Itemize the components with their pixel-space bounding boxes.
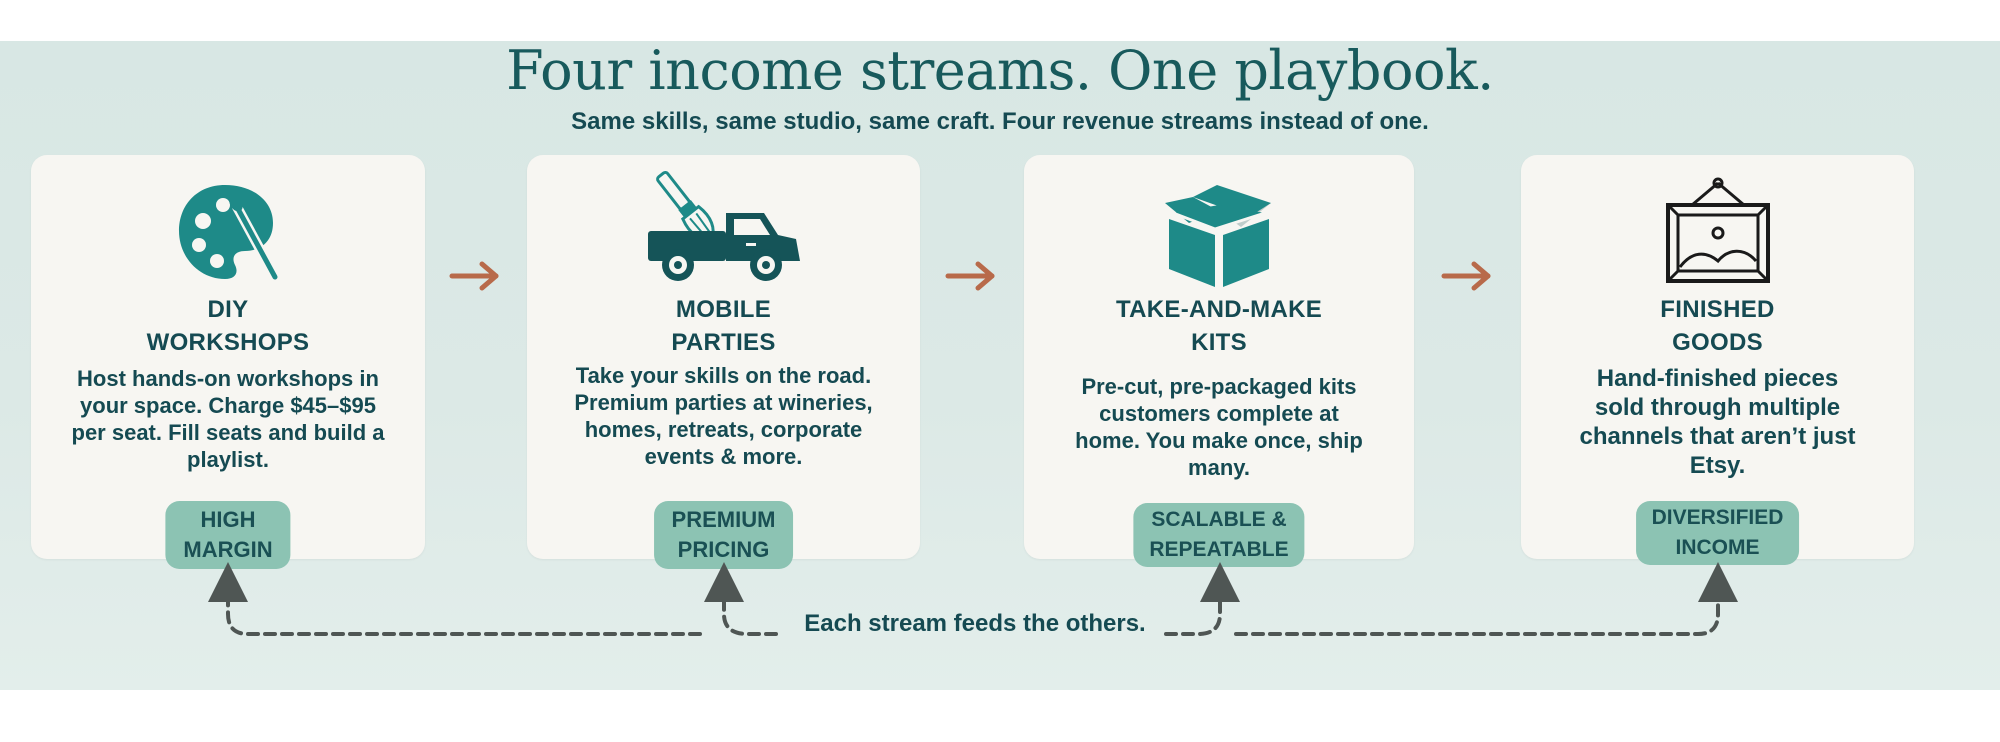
- arrow-right-icon: [449, 261, 499, 291]
- stream-card-finished-goods: FINISHED GOODS Hand-finished pieces sold…: [1521, 155, 1914, 565]
- arrow-right-icon: [945, 261, 995, 291]
- stream-tag: DIVERSIFIED INCOME: [1635, 501, 1800, 565]
- stream-description: Hand-finished pieces sold through multip…: [1579, 365, 1856, 479]
- page-title: Four income streams. One playbook.: [506, 39, 1494, 102]
- stream-title: TAKE-AND-MAKE KITS: [1115, 296, 1323, 356]
- arrow-right-icon: [1441, 261, 1491, 291]
- stream-tag: PREMIUM PRICING: [653, 501, 794, 569]
- truck-with-brush-icon: [647, 170, 800, 281]
- stream-title: FINISHED GOODS: [1660, 296, 1775, 356]
- stream-tag: HIGH MARGIN: [165, 501, 291, 569]
- stream-card-mobile-parties: MOBILE PARTIES Take your skills on the r…: [527, 155, 920, 569]
- stream-title: DIY WORKSHOPS: [146, 296, 310, 356]
- page-subtitle: Same skills, same studio, same craft. Fo…: [571, 108, 1429, 135]
- framed-picture-icon: [1665, 177, 1770, 283]
- stream-title: MOBILE PARTIES: [671, 296, 776, 356]
- stream-description: Host hands-on workshops in your space. C…: [71, 366, 385, 472]
- stream-description: Pre-cut, pre-packaged kits customers com…: [1075, 374, 1363, 480]
- palette-icon: [179, 185, 280, 282]
- stream-card-diy-workshops: DIY WORKSHOPS Host hands-on workshops in…: [31, 155, 425, 569]
- stream-card-take-and-make-kits: TAKE-AND-MAKE KITS Pre-cut, pre-packaged…: [1024, 155, 1414, 567]
- stream-tag: SCALABLE & REPEATABLE: [1133, 503, 1305, 567]
- box-icon: [1165, 185, 1271, 287]
- feedback-note: Each stream feeds the others.: [804, 610, 1146, 637]
- stream-description: Take your skills on the road. Premium pa…: [574, 363, 873, 469]
